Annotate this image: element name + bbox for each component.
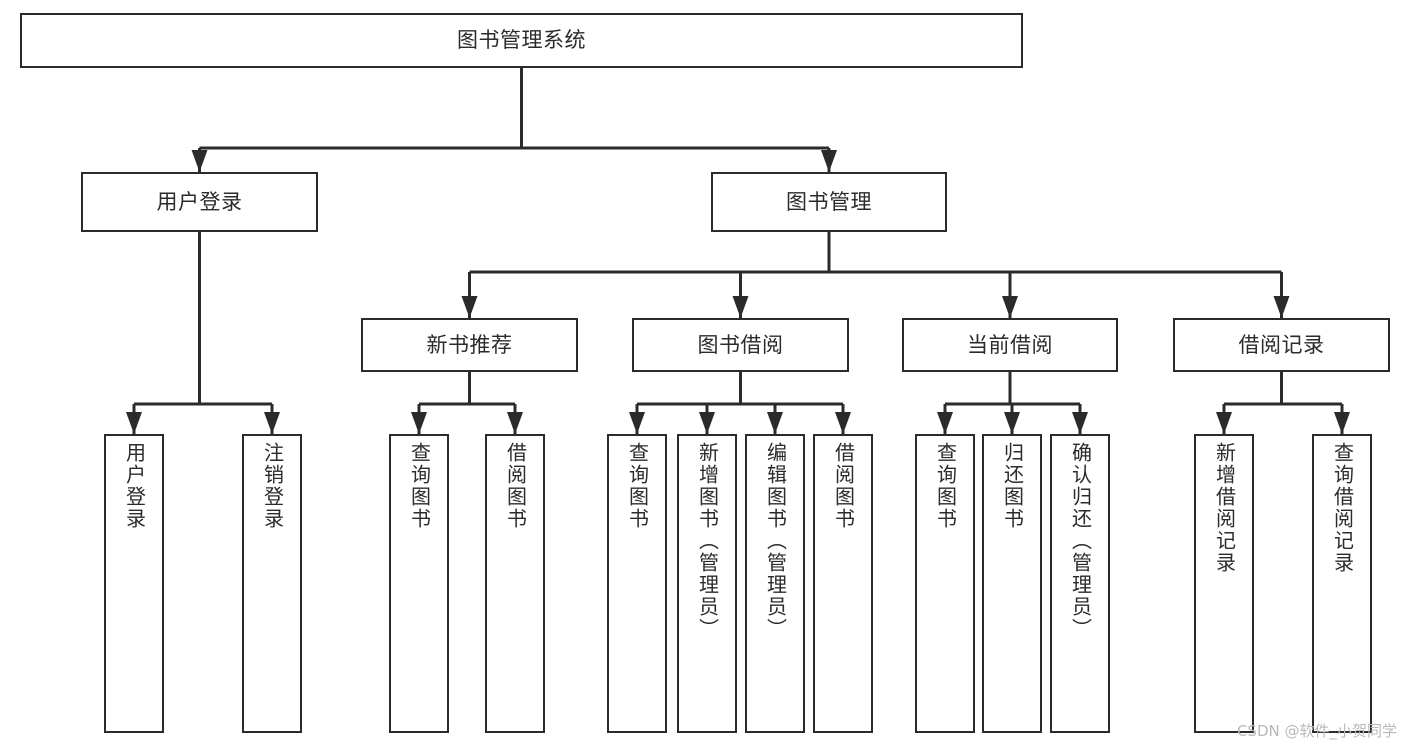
node-label: 借阅记录 bbox=[1238, 332, 1325, 357]
node-leaf-cb-query[interactable]: 查询图书 bbox=[915, 434, 975, 733]
node-leaf-bb-query[interactable]: 查询图书 bbox=[607, 434, 667, 733]
node-leaf-bb-add[interactable]: 新增图书（管理员） bbox=[677, 434, 737, 733]
node-label: 当前借阅 bbox=[967, 332, 1053, 357]
node-label: 新增图书（管理员） bbox=[695, 442, 720, 640]
connector-arrowhead bbox=[937, 412, 953, 434]
connector-arrowhead bbox=[191, 150, 208, 172]
node-label: 确认归还（管理员） bbox=[1068, 442, 1093, 640]
connector-arrowhead bbox=[1334, 412, 1350, 434]
node-label: 图书管理系统 bbox=[457, 28, 586, 53]
node-label: 新增借阅记录 bbox=[1212, 442, 1237, 574]
node-label: 图书借阅 bbox=[697, 332, 784, 357]
node-label: 用户登录 bbox=[122, 442, 147, 530]
connector-arrowhead bbox=[1273, 296, 1290, 318]
connector-arrowhead bbox=[264, 412, 280, 434]
node-leaf-br-add[interactable]: 新增借阅记录 bbox=[1194, 434, 1254, 733]
node-leaf-bb-edit[interactable]: 编辑图书（管理员） bbox=[745, 434, 805, 733]
node-leaf-cb-return[interactable]: 归还图书 bbox=[982, 434, 1042, 733]
node-leaf-rec-borrow[interactable]: 借阅图书 bbox=[485, 434, 545, 733]
node-leaf-cb-confirm[interactable]: 确认归还（管理员） bbox=[1050, 434, 1110, 733]
node-book-borrow[interactable]: 图书借阅 bbox=[632, 318, 849, 372]
connector-arrowhead bbox=[507, 412, 523, 434]
connector-arrowhead bbox=[821, 150, 837, 172]
connector-arrowhead bbox=[461, 296, 478, 318]
node-leaf-br-query[interactable]: 查询借阅记录 bbox=[1312, 434, 1372, 733]
csdn-watermark: CSDN @软件_小贺同学 bbox=[1236, 722, 1397, 740]
connector-arrowhead bbox=[1072, 412, 1088, 434]
node-root[interactable]: 图书管理系统 bbox=[20, 13, 1023, 68]
connector-arrowhead bbox=[767, 412, 783, 434]
node-label: 归还图书 bbox=[1000, 442, 1025, 530]
connector-arrowhead bbox=[1216, 412, 1232, 434]
node-label: 借阅图书 bbox=[831, 442, 856, 530]
node-label: 用户登录 bbox=[156, 189, 243, 214]
node-borrow-record[interactable]: 借阅记录 bbox=[1173, 318, 1390, 372]
node-label: 查询图书 bbox=[625, 442, 650, 530]
node-label: 查询借阅记录 bbox=[1330, 442, 1355, 574]
node-leaf-rec-query[interactable]: 查询图书 bbox=[389, 434, 449, 733]
connector-arrowhead bbox=[411, 412, 427, 434]
node-label: 新书推荐 bbox=[426, 332, 513, 357]
node-label: 图书管理 bbox=[786, 189, 872, 214]
connector-arrowhead bbox=[1004, 412, 1020, 434]
node-label: 查询图书 bbox=[933, 442, 958, 530]
connector-arrowhead bbox=[629, 412, 645, 434]
node-current-borrow[interactable]: 当前借阅 bbox=[902, 318, 1118, 372]
node-user-login[interactable]: 用户登录 bbox=[81, 172, 318, 232]
connector-arrowhead bbox=[1002, 296, 1018, 318]
node-label: 借阅图书 bbox=[503, 442, 528, 530]
node-leaf-user-logout[interactable]: 注销登录 bbox=[242, 434, 302, 733]
node-label: 查询图书 bbox=[407, 442, 432, 530]
node-leaf-user-login[interactable]: 用户登录 bbox=[104, 434, 164, 733]
connector-arrowhead bbox=[835, 412, 851, 434]
node-label: 编辑图书（管理员） bbox=[763, 442, 788, 640]
connector-arrowhead bbox=[699, 412, 715, 434]
node-label: 注销登录 bbox=[260, 442, 285, 530]
node-leaf-bb-borrow[interactable]: 借阅图书 bbox=[813, 434, 873, 733]
connector-arrowhead bbox=[126, 412, 142, 434]
connector-arrowhead bbox=[732, 296, 749, 318]
node-new-book-rec[interactable]: 新书推荐 bbox=[361, 318, 578, 372]
node-book-mgmt[interactable]: 图书管理 bbox=[711, 172, 947, 232]
